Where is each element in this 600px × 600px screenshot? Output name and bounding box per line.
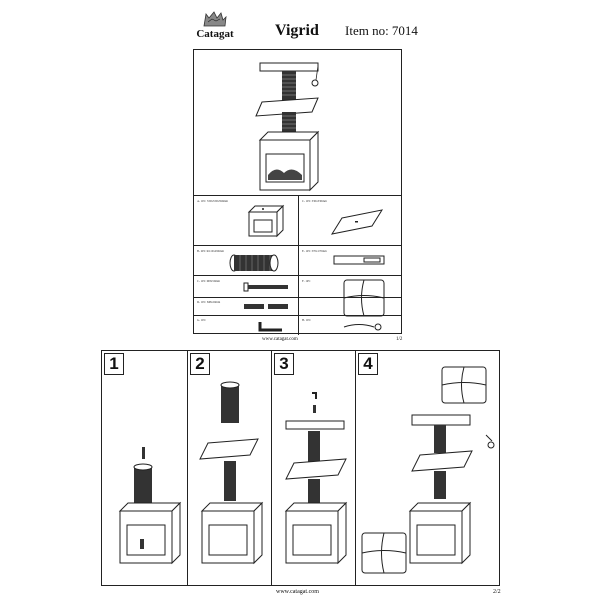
product-title: Vigrid <box>275 22 319 39</box>
tools-drawing <box>258 322 382 332</box>
parts-sheet: A- 1PC 330x330x390mm C- 1PC 330x330mm B-… <box>193 49 402 335</box>
item-number: Item no: 7014 <box>345 23 418 38</box>
step-3-drawing <box>284 392 348 565</box>
part-label: C- 1PC 330x330mm <box>302 199 327 203</box>
brand-name: Catagat <box>196 28 234 40</box>
step-number: 3 <box>274 353 294 375</box>
step-2-panel: 2 <box>188 351 272 585</box>
assembly-steps-sheet: 1 2 3 <box>101 350 500 586</box>
assembled-tower-drawing <box>255 62 320 192</box>
step-number: 1 <box>104 353 124 375</box>
part-label: D- 1PC M8x20mm <box>197 300 221 304</box>
screws-drawing <box>244 304 288 309</box>
step-number: 4 <box>358 353 378 375</box>
parts-row-4: D- 1PC M8x20mm <box>194 297 401 315</box>
parts-row-3: C- 1PC M8x50mm F- 1PC <box>194 275 401 317</box>
step-2-drawing <box>199 381 264 565</box>
step-4-panel: 4 <box>356 351 501 585</box>
part-label: C- 1PC M8x50mm <box>197 279 221 283</box>
step-4-drawing <box>361 366 495 574</box>
part-label: E- 1PC 370x170mm <box>302 249 327 253</box>
step-3-panel: 3 <box>272 351 356 585</box>
posts-and-shelf-drawing <box>229 254 385 272</box>
step-1-panel: 1 <box>102 351 188 585</box>
part-label: B- 2PC Φ110x290mm <box>197 249 224 253</box>
footer-url: www.catagat.com <box>276 589 319 595</box>
brand-logo: Catagat <box>190 6 240 44</box>
page-number: 1/2 <box>396 337 403 342</box>
step-1-drawing <box>118 447 182 565</box>
part-label: H- 1PC <box>302 318 312 322</box>
step-number: 2 <box>190 353 210 375</box>
parts-row-1: A- 1PC 330x330x390mm C- 1PC 330x330mm <box>194 195 401 245</box>
footer-url: www.catagat.com <box>262 337 298 342</box>
cat-logo-icon <box>203 11 227 27</box>
cube-part-drawing <box>247 204 384 238</box>
parts-row-2: B- 2PC Φ110x290mm E- 1PC 370x170mm <box>194 245 401 275</box>
page-number: 2/2 <box>493 589 501 595</box>
bolts-and-cushion-drawing <box>243 279 385 317</box>
part-label: A- 1PC 330x330x390mm <box>197 199 229 203</box>
parts-row-5: G- 1PC H- 1PC <box>194 315 401 335</box>
part-label: F- 1PC <box>302 279 311 283</box>
part-label: G- 1PC <box>197 318 207 322</box>
